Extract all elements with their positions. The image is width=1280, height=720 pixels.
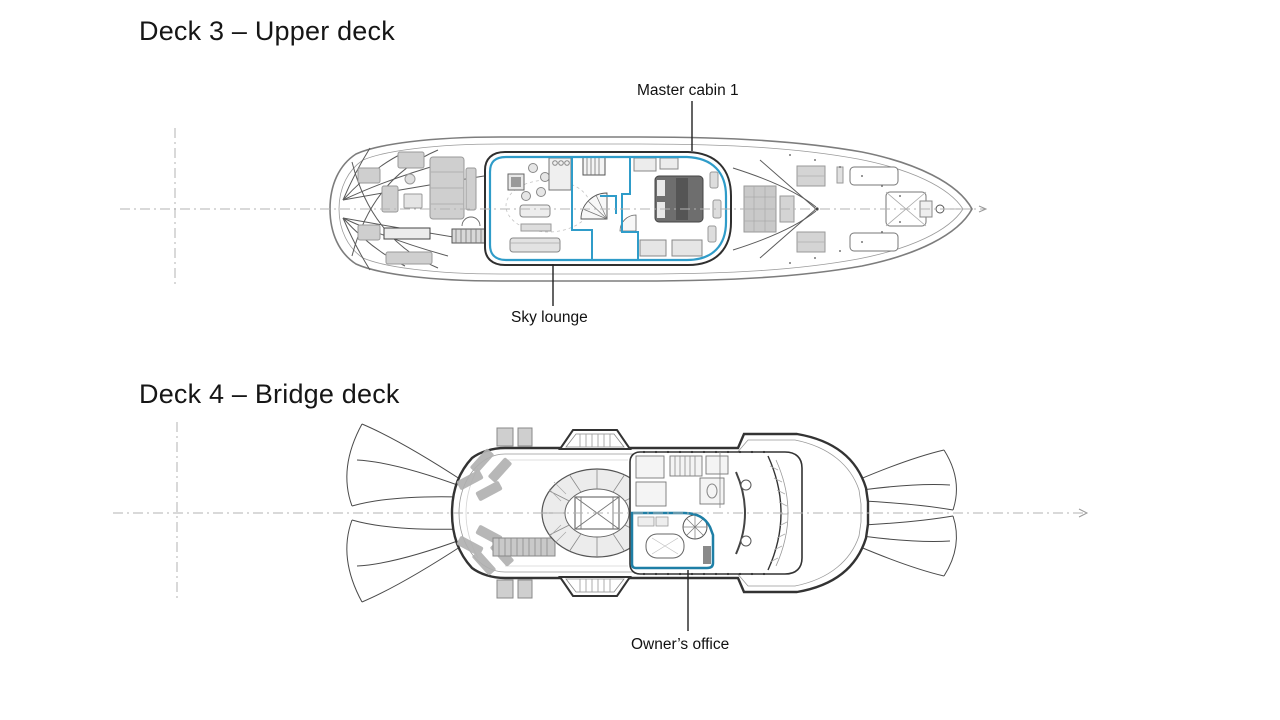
deck3-highlight-outline <box>488 155 728 262</box>
label-master-cabin: Master cabin 1 <box>637 82 739 99</box>
deck3-interior-furniture <box>505 156 722 257</box>
deck4-aft-furniture <box>456 448 556 576</box>
deck4-datum-lines <box>113 422 1086 601</box>
deck4-centerline-arrow <box>1078 508 1089 518</box>
label-owners-office: Owner’s office <box>631 636 730 653</box>
deck4-stern-awning <box>346 423 464 603</box>
deck4-title: Deck 4 – Bridge deck <box>139 379 400 409</box>
deck4-plan <box>113 422 1089 603</box>
deck3-aft-furniture <box>357 151 477 265</box>
deck3-datum-lines <box>120 128 986 288</box>
deck3-plan <box>120 128 988 288</box>
deck4-bow-awning <box>857 449 957 577</box>
deck4-side-platforms <box>496 427 632 599</box>
annotation-leader-lines <box>552 101 693 631</box>
deck3-title: Deck 3 – Upper deck <box>139 16 395 46</box>
deck3-centerline-arrow <box>978 205 988 213</box>
deck4-owners-office <box>630 511 715 570</box>
label-sky-lounge: Sky lounge <box>511 309 588 326</box>
